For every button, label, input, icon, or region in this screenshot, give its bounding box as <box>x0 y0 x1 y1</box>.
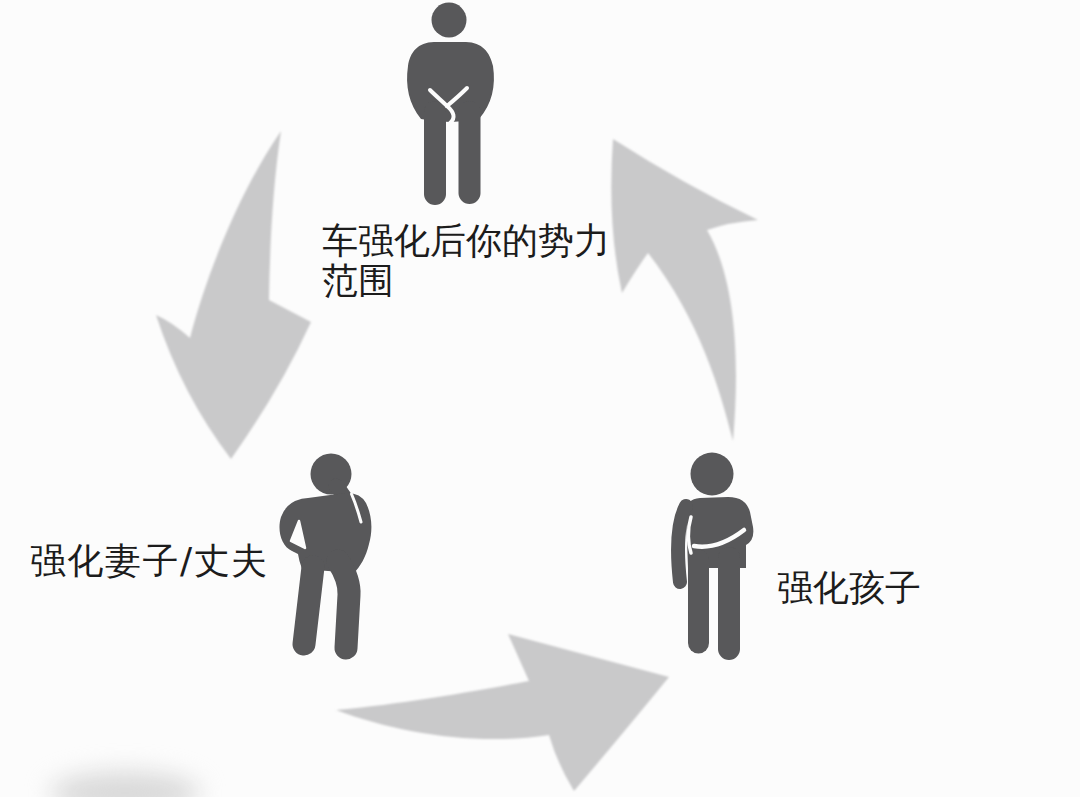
arrow-left-to-right-icon <box>336 634 669 791</box>
arrow-top-to-left-icon <box>156 131 311 459</box>
label-influence-range: 车强化后你的势力范围 <box>322 221 610 300</box>
person-standing-hands-clasped-icon <box>407 3 494 195</box>
label-child: 强化孩子 <box>777 568 921 608</box>
arrow-right-to-top-icon <box>611 139 758 441</box>
person-arm-across-icon <box>678 453 753 650</box>
label-spouse: 强化妻子/丈夫 <box>30 541 269 581</box>
person-thinking-icon <box>279 454 371 649</box>
